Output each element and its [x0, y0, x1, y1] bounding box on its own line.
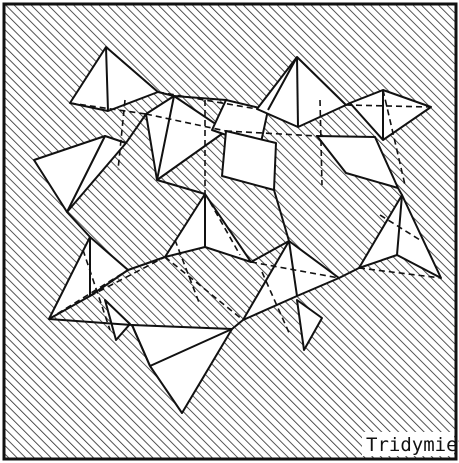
- caption-label: Tridymiet: [362, 432, 459, 456]
- caption-text: Tridymiet: [366, 434, 459, 456]
